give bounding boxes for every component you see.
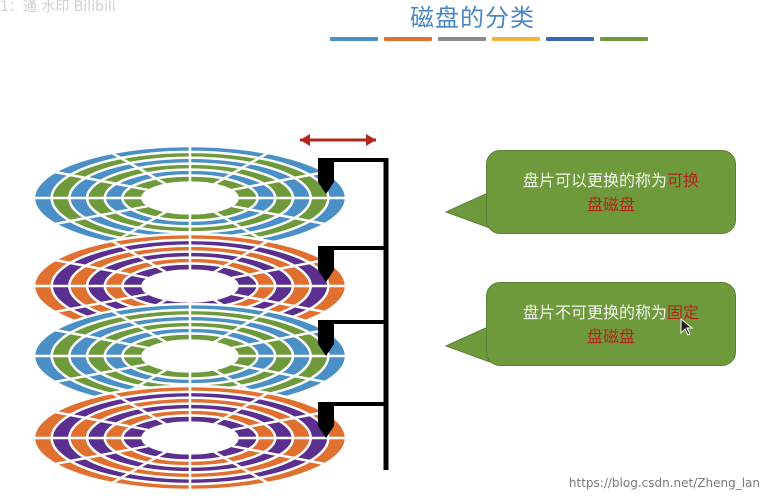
double-headed-arrow-icon: [300, 134, 376, 146]
sector-line: [213, 450, 269, 485]
sector-line: [213, 239, 269, 274]
callout-text: 盘片不可更换的称为固定 盘磁盘: [499, 301, 723, 349]
sector-line: [54, 204, 149, 226]
disk-platter: [32, 144, 348, 252]
read-write-head-icon: [318, 246, 334, 282]
sector-line: [54, 444, 149, 466]
sector-line: [213, 210, 269, 245]
sector-line: [231, 362, 326, 384]
sector-line: [54, 292, 149, 314]
color-bar-1: [330, 37, 378, 41]
callout-1-pointer: [444, 191, 491, 229]
sector-line: [231, 410, 326, 432]
callout-highlight-1: 可换: [667, 171, 700, 190]
read-write-head-icon: [318, 320, 334, 356]
disk-platter: [32, 384, 348, 492]
color-bar-4: [492, 37, 540, 41]
callout-fixed-disk: 盘片不可更换的称为固定 盘磁盘: [486, 282, 736, 366]
callout-highlight-1: 固定: [667, 303, 700, 322]
top-left-text: 1：通 水印 Bilibili: [0, 0, 116, 15]
read-write-head-icon: [318, 402, 334, 438]
sector-line: [231, 204, 326, 226]
sector-line: [54, 362, 149, 384]
sector-line: [54, 258, 149, 280]
callout-prefix: 盘片可以更换的称为: [522, 171, 667, 190]
color-bar-6: [600, 37, 648, 41]
color-bar-2: [384, 37, 432, 41]
platter-hub: [141, 339, 239, 373]
platter-hub: [141, 421, 239, 455]
callout-text: 盘片可以更换的称为可换 盘磁盘: [499, 169, 723, 217]
sector-line: [231, 292, 326, 314]
platter-hub: [141, 181, 239, 215]
sector-line: [231, 258, 326, 280]
sector-line: [54, 410, 149, 432]
title-color-strip: [330, 37, 650, 43]
sector-line: [213, 391, 269, 426]
platter-stack: [32, 144, 348, 492]
top-left-watermark: 1：通 水印 Bilibili: [0, 0, 170, 15]
slide-header: 磁盘的分类: [0, 0, 768, 32]
callout-removable-disk: 盘片可以更换的称为可换 盘磁盘: [486, 150, 736, 234]
sector-line: [54, 170, 149, 192]
sector-line: [111, 450, 167, 485]
sector-line: [111, 391, 167, 426]
sector-line: [111, 210, 167, 245]
color-bar-3: [438, 37, 486, 41]
sector-line: [111, 309, 167, 344]
sector-line: [213, 309, 269, 344]
sector-line: [231, 328, 326, 350]
color-bar-5: [546, 37, 594, 41]
mouse-cursor-icon: [680, 318, 694, 336]
sector-line: [231, 444, 326, 466]
watermark-text: https://blog.csdn.net/Zheng_lan: [568, 476, 760, 490]
slide-title: 磁盘的分类: [410, 4, 535, 32]
actuator-assembly: [318, 158, 389, 470]
sector-line: [213, 151, 269, 186]
callout-highlight-2: 盘磁盘: [586, 327, 635, 346]
read-write-head-icon: [318, 158, 334, 194]
sector-line: [111, 239, 167, 274]
disk-platter: [32, 302, 348, 410]
callout-2-pointer: [444, 325, 491, 363]
sector-line: [231, 170, 326, 192]
platter-hub: [141, 269, 239, 303]
sector-line: [54, 328, 149, 350]
sector-line: [111, 151, 167, 186]
callout-highlight-2: 盘磁盘: [586, 195, 635, 214]
callout-prefix: 盘片不可更换的称为: [522, 303, 667, 322]
